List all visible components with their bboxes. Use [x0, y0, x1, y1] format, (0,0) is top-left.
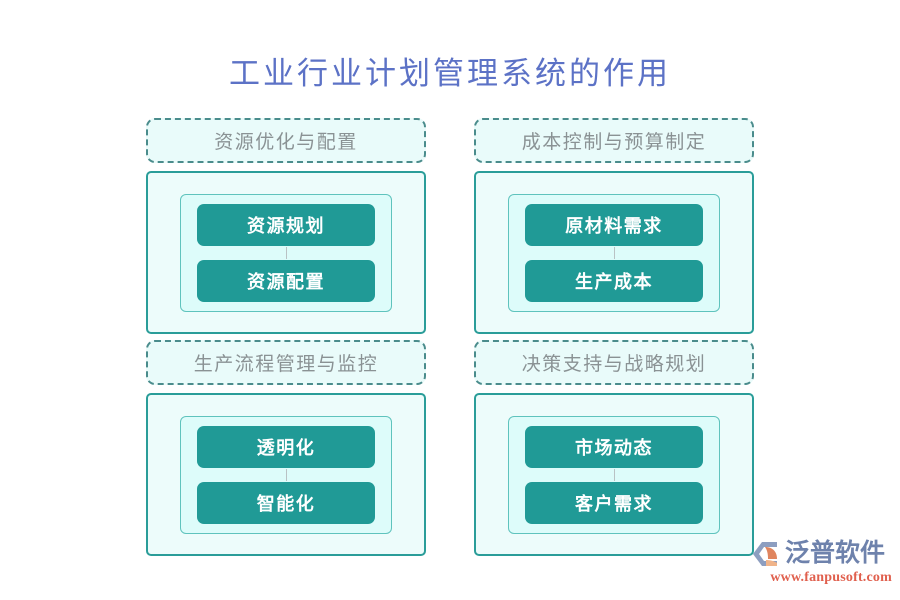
item-pill-label-2-1: 智能化 [256, 493, 316, 514]
quadrant-cost-control: 成本控制与预算制定 原材料需求 生产成本 [474, 118, 754, 334]
category-header-label-2: 生产流程管理与监控 [193, 354, 379, 375]
category-header-label-3: 决策支持与战略规划 [521, 354, 707, 375]
brand-name: 泛普软件 [785, 540, 886, 567]
item-pill-label-1-0: 原材料需求 [565, 215, 663, 236]
item-pill-label-3-1: 客户需求 [575, 493, 653, 514]
inner-box-0: 资源规划 资源配置 [180, 193, 392, 312]
brand-url: www.fanpusoft.com [770, 570, 892, 585]
quadrant-decision-support: 决策支持与战略规划 市场动态 客户需求 [474, 340, 754, 556]
category-body-0: 资源规划 资源配置 [146, 171, 426, 334]
category-header-3[interactable]: 决策支持与战略规划 [474, 340, 754, 385]
item-pill-1-1[interactable]: 生产成本 [525, 259, 703, 302]
category-header-0[interactable]: 资源优化与配置 [146, 118, 426, 163]
quadrant-production-process: 生产流程管理与监控 透明化 智能化 [146, 340, 426, 556]
category-header-label-1: 成本控制与预算制定 [521, 132, 707, 153]
item-pill-label-3-0: 市场动态 [575, 437, 653, 458]
item-pill-2-1[interactable]: 智能化 [197, 481, 375, 524]
brand-logo-row: 泛普软件 [750, 538, 892, 569]
item-pill-3-1[interactable]: 客户需求 [525, 481, 703, 524]
inner-box-2: 透明化 智能化 [180, 415, 392, 534]
category-body-3: 市场动态 客户需求 [474, 393, 754, 556]
item-pill-label-0-1: 资源配置 [247, 271, 325, 292]
item-pill-3-0[interactable]: 市场动态 [525, 425, 703, 468]
category-header-label-0: 资源优化与配置 [214, 132, 358, 153]
category-header-1[interactable]: 成本控制与预算制定 [474, 118, 754, 163]
category-header-2[interactable]: 生产流程管理与监控 [146, 340, 426, 385]
category-body-1: 原材料需求 生产成本 [474, 171, 754, 334]
fanpu-logo-icon [750, 539, 782, 569]
inner-box-3: 市场动态 客户需求 [508, 415, 720, 534]
item-pill-0-0[interactable]: 资源规划 [197, 203, 375, 246]
item-pill-label-2-0: 透明化 [256, 437, 316, 458]
item-pill-label-0-0: 资源规划 [247, 215, 325, 236]
inner-box-1: 原材料需求 生产成本 [508, 193, 720, 312]
item-pill-1-0[interactable]: 原材料需求 [525, 203, 703, 246]
item-pill-2-0[interactable]: 透明化 [197, 425, 375, 468]
brand-watermark: 泛普软件 www.fanpusoft.com [750, 538, 892, 588]
page-title: 工业行业计划管理系统的作用 [229, 56, 671, 91]
quadrant-grid: 资源优化与配置 资源规划 资源配置 成本控制与预算制定 [146, 118, 754, 556]
category-body-2: 透明化 智能化 [146, 393, 426, 556]
item-pill-label-1-1: 生产成本 [575, 271, 653, 292]
quadrant-resource-optimization: 资源优化与配置 资源规划 资源配置 [146, 118, 426, 334]
item-pill-0-1[interactable]: 资源配置 [197, 259, 375, 302]
